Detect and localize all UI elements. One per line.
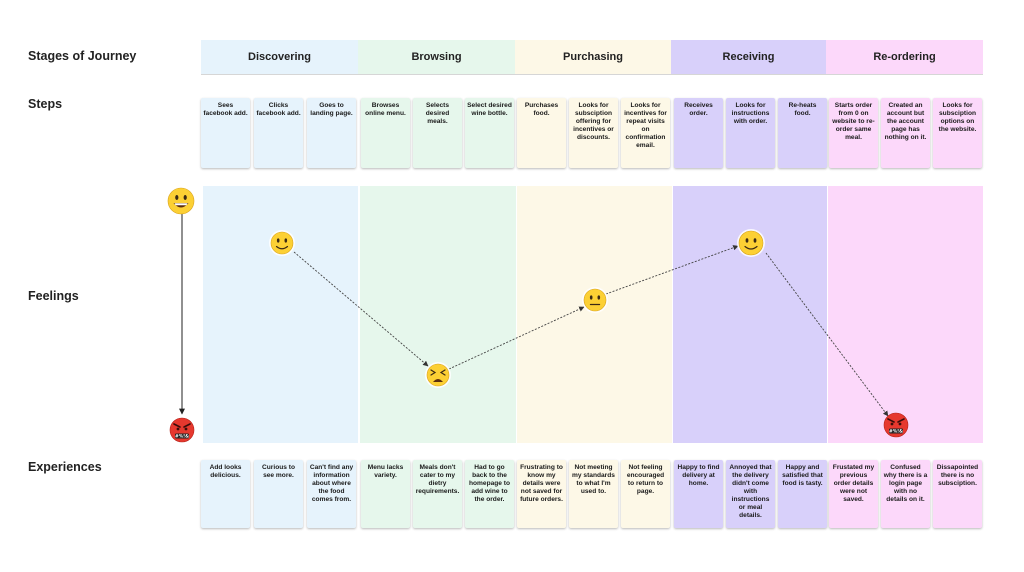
svg-text:#%!&: #%!& — [175, 434, 189, 440]
feelings-band-browsing — [360, 186, 516, 443]
experience-card: Not meeting my standards to what I'm use… — [569, 460, 618, 528]
angry-face-icon: #%!& — [883, 412, 909, 438]
grinning-face-icon — [167, 187, 195, 215]
experience-card: Can't find any information about where t… — [307, 460, 356, 528]
step-card: Looks for instructions with order. — [726, 98, 775, 168]
experience-card: Meals don't cater to my dietry requireme… — [413, 460, 462, 528]
slightly-smiling-face-icon — [737, 229, 765, 257]
step-card: Looks for incentives for repeat visits o… — [621, 98, 670, 168]
feelings-band-discovering — [203, 186, 358, 443]
stage-header-browsing: Browsing — [358, 40, 515, 75]
experience-card: Annoyed that the delivery didn't come wi… — [726, 460, 775, 528]
step-card: Starts order from 0 on website to re-ord… — [829, 98, 878, 168]
experience-card: Frustrating to know my details were not … — [517, 460, 566, 528]
experience-card: Add looks delicious. — [201, 460, 250, 528]
stage-header-discovering: Discovering — [201, 40, 358, 75]
step-card: Select desired wine bottle. — [465, 98, 514, 168]
experience-card: Confused why there is a login page with … — [881, 460, 930, 528]
step-card: Clicks facebook add. — [254, 98, 303, 168]
experience-card: Happy to find delivery at home. — [674, 460, 723, 528]
feeling-path-segment — [293, 251, 429, 367]
steps-row-label: Steps — [28, 97, 63, 111]
stage-header-receiving: Receiving — [671, 40, 826, 75]
feelings-band-receiving — [673, 186, 827, 443]
stage-header-reordering: Re-ordering — [826, 40, 983, 75]
slightly-smiling-face-icon — [269, 230, 295, 256]
stages-row-label: Stages of Journey — [28, 49, 137, 63]
experience-card: Happy and satisfied that food is tasty. — [778, 460, 827, 528]
experience-card: Not feeling encouraged to return to page… — [621, 460, 670, 528]
tired-face-icon — [425, 362, 451, 388]
step-card: Selects desired meals. — [413, 98, 462, 168]
step-card: Purchases food. — [517, 98, 566, 168]
step-card: Looks for subsciption options on the web… — [933, 98, 982, 168]
step-card: Sees facebook add. — [201, 98, 250, 168]
experience-card: Dissapointed there is no subsciption. — [933, 460, 982, 528]
feeling-path-segment — [448, 306, 585, 370]
angry-face-icon: #%!& — [169, 417, 195, 443]
experiences-row-label: Experiences — [28, 460, 102, 474]
feelings-band-reordering — [828, 186, 983, 443]
stage-header-purchasing: Purchasing — [515, 40, 671, 75]
step-card: Created an account but the account page … — [881, 98, 930, 168]
step-card: Looks for subsciption offering for incen… — [569, 98, 618, 168]
step-card: Goes to landing page. — [307, 98, 356, 168]
experience-card: Menu lacks variety. — [361, 460, 410, 528]
feelings-row-label: Feelings — [28, 289, 79, 303]
feeling-path-segment — [765, 252, 889, 417]
experience-card: Had to go back to the homepage to add wi… — [465, 460, 514, 528]
feeling-path-segment — [605, 245, 739, 295]
step-card: Receives order. — [674, 98, 723, 168]
svg-text:#%!&: #%!& — [889, 429, 903, 435]
step-card: Re-heats food. — [778, 98, 827, 168]
neutral-face-icon — [582, 287, 608, 313]
experience-card: Curious to see more. — [254, 460, 303, 528]
feelings-band-purchasing — [517, 186, 672, 443]
experience-card: Frustated my previous order details were… — [829, 460, 878, 528]
step-card: Browses online menu. — [361, 98, 410, 168]
